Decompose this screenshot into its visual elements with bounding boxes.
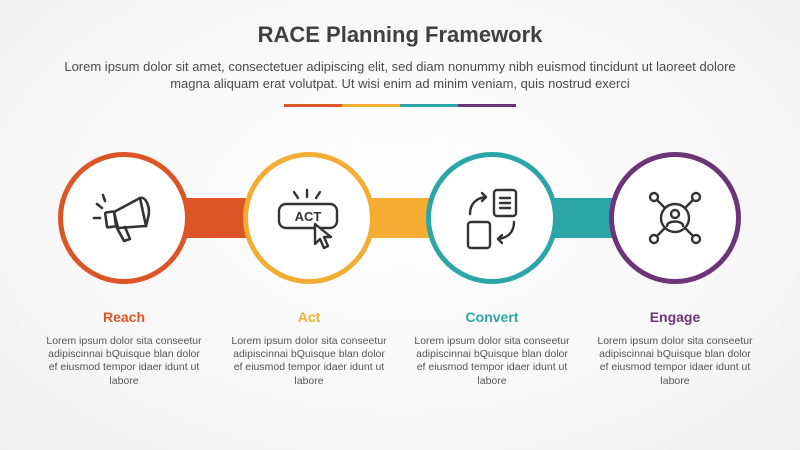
connector-convert-engage: [551, 198, 616, 238]
connector-act-convert: [368, 198, 433, 238]
act-button-click-icon: ACT: [277, 188, 339, 250]
stage-description-reach: Lorem ipsum dolor sita conseetur adipisc…: [46, 335, 202, 387]
divider-segment-act: [342, 104, 400, 107]
divider-segment-reach: [284, 104, 342, 107]
megaphone-icon: [92, 193, 151, 243]
act-icon-text: ACT: [295, 209, 322, 224]
stage-label-reach: Reach: [102, 309, 146, 325]
stage-label-convert: Convert: [465, 309, 519, 325]
convert-documents-icon: [466, 188, 518, 250]
stage-description-act: Lorem ipsum dolor sita conseetur adipisc…: [231, 335, 387, 387]
stage-label-act: Act: [297, 309, 321, 325]
connector-reach-act: [185, 198, 250, 238]
stage-description-engage: Lorem ipsum dolor sita conseetur adipisc…: [597, 335, 753, 387]
stage-circle-engage: [609, 152, 741, 284]
stage-circle-convert: [426, 152, 558, 284]
divider-segment-engage: [458, 104, 516, 107]
page-title: RACE Planning Framework: [257, 22, 543, 47]
stage-label-engage: Engage: [649, 309, 701, 325]
stage-circle-reach: [58, 152, 190, 284]
page-subtitle: Lorem ipsum dolor sit amet, consectetuer…: [64, 59, 736, 91]
stage-circle-act: ACT: [243, 152, 375, 284]
user-network-icon: [648, 191, 702, 245]
divider-segment-convert: [400, 104, 458, 107]
stage-description-convert: Lorem ipsum dolor sita conseetur adipisc…: [414, 335, 570, 387]
